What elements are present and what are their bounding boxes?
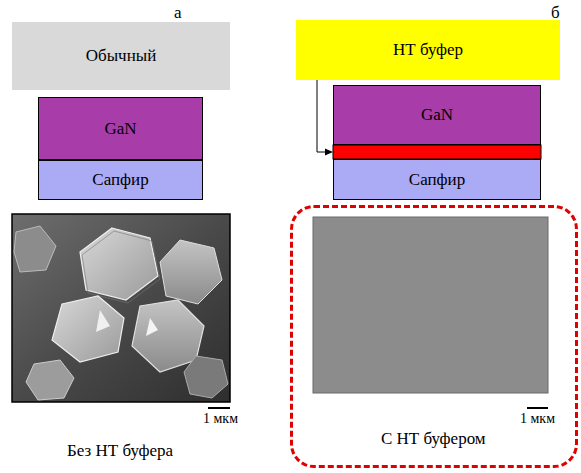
buffer-layer: [333, 145, 541, 159]
highlight-region: 1 мкм С НТ буфером: [290, 205, 578, 468]
panel-letter: а: [174, 3, 182, 23]
panel-letter: б: [551, 3, 560, 23]
layer-label: Обычный: [86, 46, 157, 66]
sem-photo: [313, 217, 548, 393]
scale-label: 1 мкм: [520, 411, 555, 427]
structure-box: Обычный: [12, 22, 230, 90]
layer-label: GaN: [421, 105, 453, 125]
caption-text: С НТ буфером: [381, 429, 486, 449]
scale-label: 1 мкм: [203, 411, 238, 427]
layer-box: Сапфир: [333, 159, 541, 200]
layer-label: НТ буфер: [393, 40, 463, 60]
sem-photo: [12, 214, 230, 402]
layer-label: Сапфир: [409, 170, 465, 190]
layer-box: GaN: [333, 85, 541, 145]
structure-box: НТ буфер: [296, 20, 560, 80]
scale-bar: [208, 407, 230, 409]
layer-label: Сапфир: [92, 170, 148, 190]
arrow-head: [325, 149, 333, 156]
layer-box: GaN: [38, 97, 203, 160]
scale-bar: [527, 407, 548, 409]
caption-text: Без НТ буфера: [67, 441, 173, 461]
layer-label: GaN: [104, 119, 136, 139]
leader-arrow: [317, 80, 326, 152]
layer-box: Сапфир: [38, 160, 203, 200]
